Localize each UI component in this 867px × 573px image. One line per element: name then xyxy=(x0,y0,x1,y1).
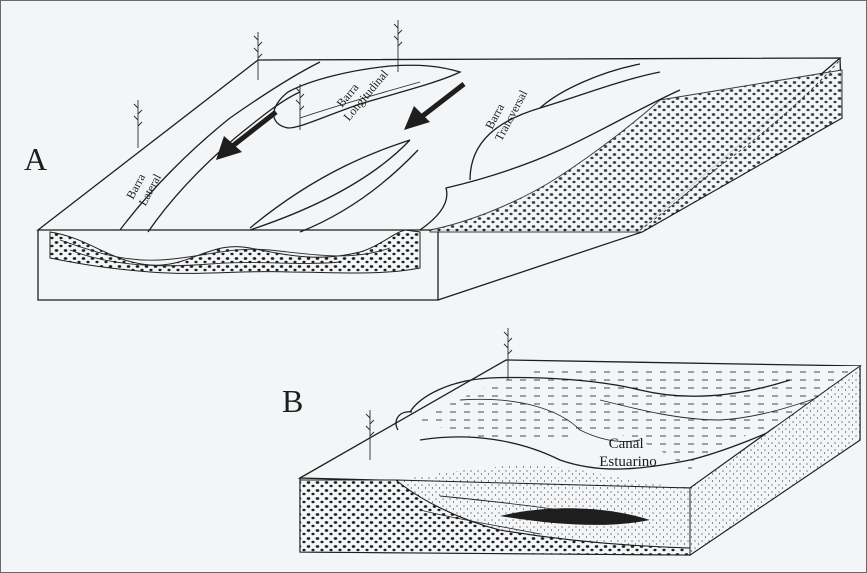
block-b-letter: B xyxy=(282,383,303,419)
block-a-letter: A xyxy=(24,141,47,177)
block-a-right-gravel xyxy=(430,70,842,232)
tree-icon xyxy=(366,410,374,460)
block-a: A Barra Lateral Barra Longitudinal Barra… xyxy=(24,20,842,300)
tree-icon xyxy=(254,32,262,80)
flow-arrow-left xyxy=(216,112,276,160)
lateral-bar-label: Barra Lateral xyxy=(123,164,164,208)
block-a-right-face-edge xyxy=(438,232,642,300)
block-b: B Canal Estuarino xyxy=(282,328,860,555)
tree-icon xyxy=(504,328,512,380)
block-a-front-gravel xyxy=(50,230,420,273)
flow-arrow-right xyxy=(404,84,464,130)
tree-icon xyxy=(134,100,142,148)
transversal-bar-label: Barra Transversal xyxy=(479,80,530,143)
tree-icon xyxy=(394,20,402,72)
tree-icon xyxy=(296,84,304,130)
